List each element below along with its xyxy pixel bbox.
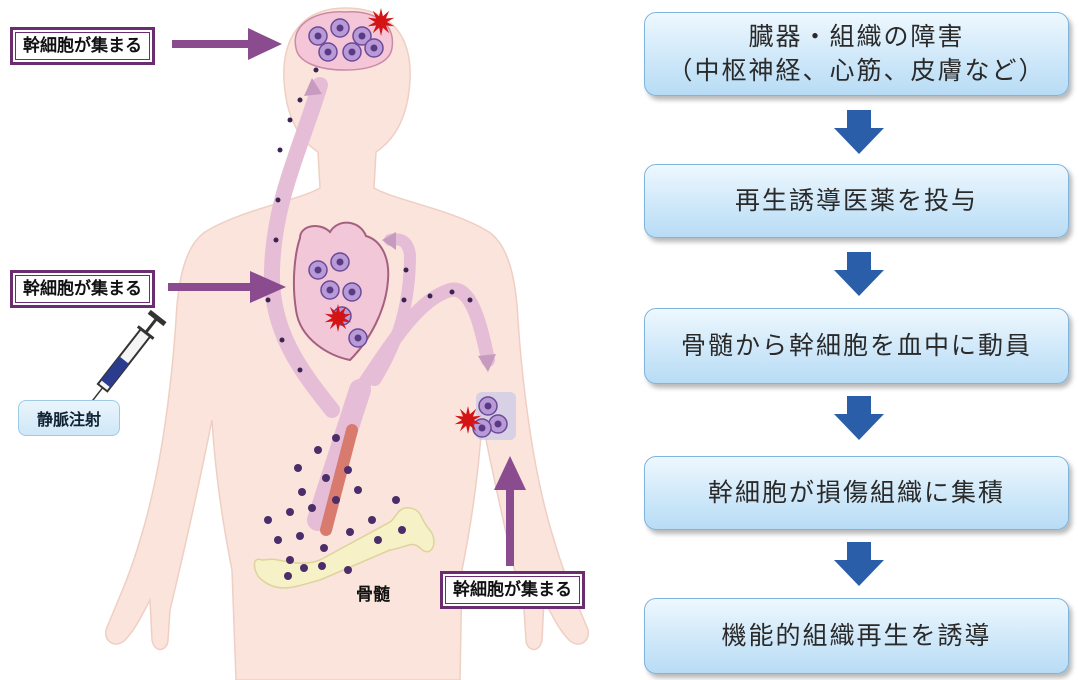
callout-text: 幹細胞が集まる bbox=[23, 279, 142, 299]
blood-cell-dot bbox=[346, 528, 354, 536]
callout-text: 幹細胞が集まる bbox=[453, 580, 572, 600]
blood-cell-dot bbox=[344, 466, 352, 474]
vessel-dot bbox=[280, 338, 285, 343]
stem-cell-nucleus bbox=[327, 287, 334, 294]
stem-cells-gather-label-head: 幹細胞が集まる bbox=[10, 27, 155, 65]
flow-step-text: 骨髄から幹細胞を血中に動員 bbox=[681, 329, 1032, 363]
stem-cell-nucleus bbox=[349, 49, 356, 56]
bone-marrow-label: 骨髄 bbox=[356, 580, 390, 605]
blood-cell-dot bbox=[296, 532, 304, 540]
stem-cell-nucleus bbox=[315, 33, 322, 40]
blood-cell-dot bbox=[294, 464, 302, 472]
stem-cells-gather-label-arm: 幹細胞が集まる bbox=[440, 571, 585, 609]
blood-cell-dot bbox=[314, 446, 322, 454]
down-arrow-icon bbox=[834, 252, 884, 296]
vessel-dot bbox=[428, 294, 433, 299]
blood-cell-dot bbox=[322, 474, 330, 482]
vessel-dot bbox=[288, 118, 293, 123]
blood-cell-dot bbox=[344, 566, 352, 574]
stem-cell-nucleus bbox=[325, 49, 332, 56]
down-arrow-icon bbox=[834, 542, 884, 586]
flow-step-text: 機能的組織再生を誘導 bbox=[721, 619, 991, 653]
stem-cell-nucleus bbox=[359, 33, 366, 40]
blood-cell-dot bbox=[264, 516, 272, 524]
vessel-dot bbox=[468, 298, 473, 303]
blood-cell-dot bbox=[286, 508, 294, 516]
stem-cell-nucleus bbox=[337, 259, 344, 266]
vessel-dot bbox=[298, 98, 303, 103]
flow-step-subtext: （中枢神経、心筋、皮膚など） bbox=[667, 54, 1045, 88]
blood-cell-dot bbox=[318, 562, 326, 570]
blood-cell-dot bbox=[332, 434, 340, 442]
vessel-dot bbox=[274, 238, 279, 243]
vessel-dot bbox=[276, 198, 281, 203]
vessel-dot bbox=[450, 290, 455, 295]
blood-cell-dot bbox=[354, 486, 362, 494]
stem-cell-nucleus bbox=[315, 267, 322, 274]
stem-cell-nucleus bbox=[479, 425, 486, 432]
vessel-dot bbox=[314, 68, 319, 73]
vessel-dot bbox=[278, 148, 283, 153]
stem-cell-nucleus bbox=[495, 421, 502, 428]
intravenous-injection-label: 静脈注射 bbox=[18, 400, 120, 436]
flow-step-functional-regeneration: 機能的組織再生を誘導 bbox=[644, 598, 1069, 674]
vessel-dot bbox=[298, 368, 303, 373]
flow-step-organ-damage: 臓器・組織の障害 （中枢神経、心筋、皮膚など） bbox=[644, 12, 1069, 96]
blood-cell-dot bbox=[286, 556, 294, 564]
blood-cell-dot bbox=[368, 516, 376, 524]
injection-text: 静脈注射 bbox=[37, 406, 101, 430]
stem-cell-nucleus bbox=[485, 403, 492, 410]
down-arrow-icon bbox=[834, 110, 884, 154]
blood-cell-dot bbox=[300, 564, 308, 572]
blood-cell-dot bbox=[308, 504, 316, 512]
flow-step-text: 幹細胞が損傷組織に集積 bbox=[708, 476, 1005, 510]
vessel-dot bbox=[404, 268, 409, 273]
flow-step-text: 再生誘導医薬を投与 bbox=[735, 184, 978, 218]
flow-step-text: 臓器・組織の障害 bbox=[748, 20, 964, 54]
vessel-dot bbox=[266, 298, 271, 303]
flow-step-mobilize-stem-cells: 骨髄から幹細胞を血中に動員 bbox=[644, 308, 1069, 384]
blood-cell-dot bbox=[398, 526, 406, 534]
callout-text: 幹細胞が集まる bbox=[23, 36, 142, 56]
blood-cell-dot bbox=[298, 488, 306, 496]
blood-cell-dot bbox=[332, 496, 340, 504]
stem-cell-nucleus bbox=[355, 335, 362, 342]
stem-cells-gather-label-heart: 幹細胞が集まる bbox=[10, 270, 155, 308]
blood-cell-dot bbox=[392, 496, 400, 504]
stem-cell-nucleus bbox=[337, 25, 344, 32]
flow-step-administer-drug: 再生誘導医薬を投与 bbox=[644, 164, 1069, 238]
arrow-to-brain bbox=[172, 28, 282, 60]
blood-cell-dot bbox=[274, 536, 282, 544]
down-arrow-icon bbox=[834, 396, 884, 440]
vessel-dot bbox=[402, 298, 407, 303]
blood-cell-dot bbox=[284, 572, 292, 580]
stem-cell-nucleus bbox=[371, 45, 378, 52]
blood-cell-dot bbox=[320, 544, 328, 552]
flow-step-stem-cell-accumulation: 幹細胞が損傷組織に集積 bbox=[644, 456, 1069, 530]
blood-cell-dot bbox=[374, 536, 382, 544]
stem-cell-nucleus bbox=[349, 289, 356, 296]
